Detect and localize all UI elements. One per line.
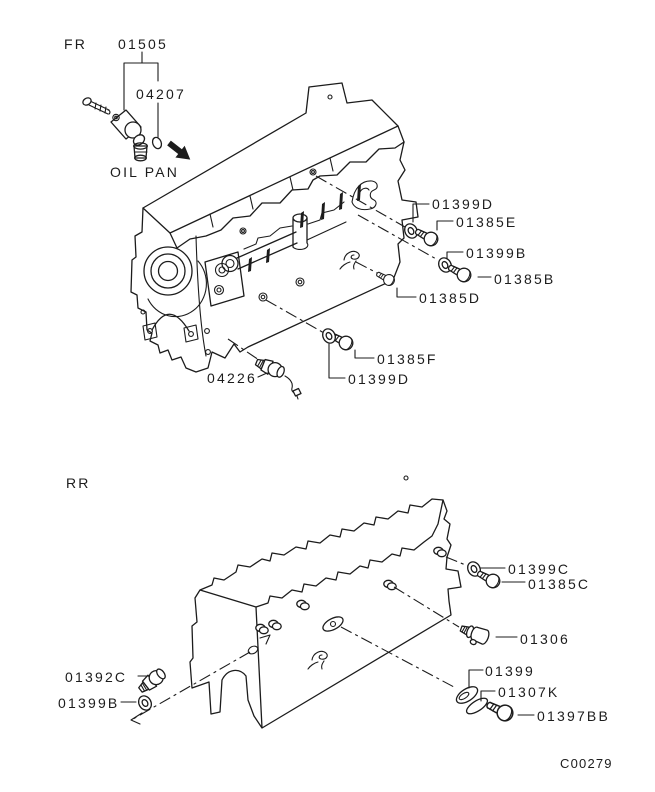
leader-line (257, 372, 268, 378)
part-label-01399B: 01399B (466, 245, 527, 261)
leader-dashdot (355, 261, 380, 275)
fr-section: FR 01505 04207 OIL PAN 01399D 01385E 013… (64, 36, 555, 400)
plug-part (373, 268, 397, 288)
leader-line (446, 251, 464, 260)
sensor-part-04226 (253, 354, 302, 400)
part-label-01392C: 01392C (65, 669, 127, 685)
part-label-01385D: 01385D (419, 290, 481, 306)
rr-section: RR 01399C 01385C 01306 01399 01307K 0139… (58, 475, 610, 729)
leader-dashdot (315, 175, 406, 228)
fr-view-label: FR (64, 36, 87, 52)
leader-line (328, 343, 346, 379)
engine-block-front-drawing (130, 82, 419, 373)
leader-dashdot (227, 338, 260, 361)
part-label-04226: 04226 (207, 370, 257, 386)
crankshaft-seal-rings (143, 246, 207, 318)
washer-part (135, 692, 155, 714)
oil-pan-direction-arrow-icon (167, 140, 191, 160)
leader-dashdot (445, 556, 469, 567)
part-label-01306: 01306 (520, 631, 570, 647)
gasket-part-01399 (455, 686, 479, 704)
part-label-01399D-bottom: 01399D (348, 371, 410, 387)
leader-line (436, 220, 454, 231)
part-label-01385C: 01385C (528, 576, 590, 592)
boss (296, 599, 310, 611)
leader-arrow-icon (130, 712, 143, 725)
rr-view-label: RR (66, 475, 91, 491)
boss (268, 619, 282, 631)
leader-line (480, 690, 496, 702)
part-label-01399B: 01399B (58, 695, 119, 711)
plate-part-01307K (465, 697, 489, 715)
part-label-01397BB: 01397BB (537, 708, 610, 724)
part-label-01399: 01399 (485, 663, 535, 679)
leader-line (468, 669, 484, 689)
oil-pressure-switch-part (82, 97, 148, 162)
oil-pan-caption: OIL PAN (110, 164, 179, 180)
leader-line (412, 203, 430, 223)
o-ring-part (151, 136, 163, 150)
part-label-01399D-top: 01399D (432, 196, 494, 212)
leader-bracket-01505 (123, 51, 159, 138)
part-label-01385B: 01385B (494, 271, 555, 287)
leader-line (396, 287, 417, 298)
part-label-04207: 04207 (136, 86, 186, 102)
bolt-part (483, 696, 517, 725)
part-label-01505: 01505 (118, 36, 168, 52)
part-label-01307K: 01307K (498, 684, 559, 700)
sensor-part-01392C (135, 665, 169, 697)
engine-block-rear-drawing (189, 475, 462, 729)
leader-dashdot (357, 214, 439, 261)
insert-arrow-icon (259, 634, 271, 645)
part-label-01385F: 01385F (377, 351, 438, 367)
leader-dashdot (265, 299, 325, 334)
part-label-01385E: 01385E (456, 214, 517, 230)
leader-dashdot (393, 586, 460, 628)
clip-mark (339, 250, 360, 270)
clip-mark (307, 650, 328, 670)
sensor-part-01306 (459, 625, 490, 646)
drawing-code: C00279 (560, 756, 613, 771)
leader-line (354, 349, 375, 359)
boss (383, 579, 397, 591)
part-label-01399C: 01399C (508, 561, 570, 577)
leader-dashdot (340, 626, 455, 688)
boss (433, 546, 447, 558)
washer-part (319, 325, 339, 347)
